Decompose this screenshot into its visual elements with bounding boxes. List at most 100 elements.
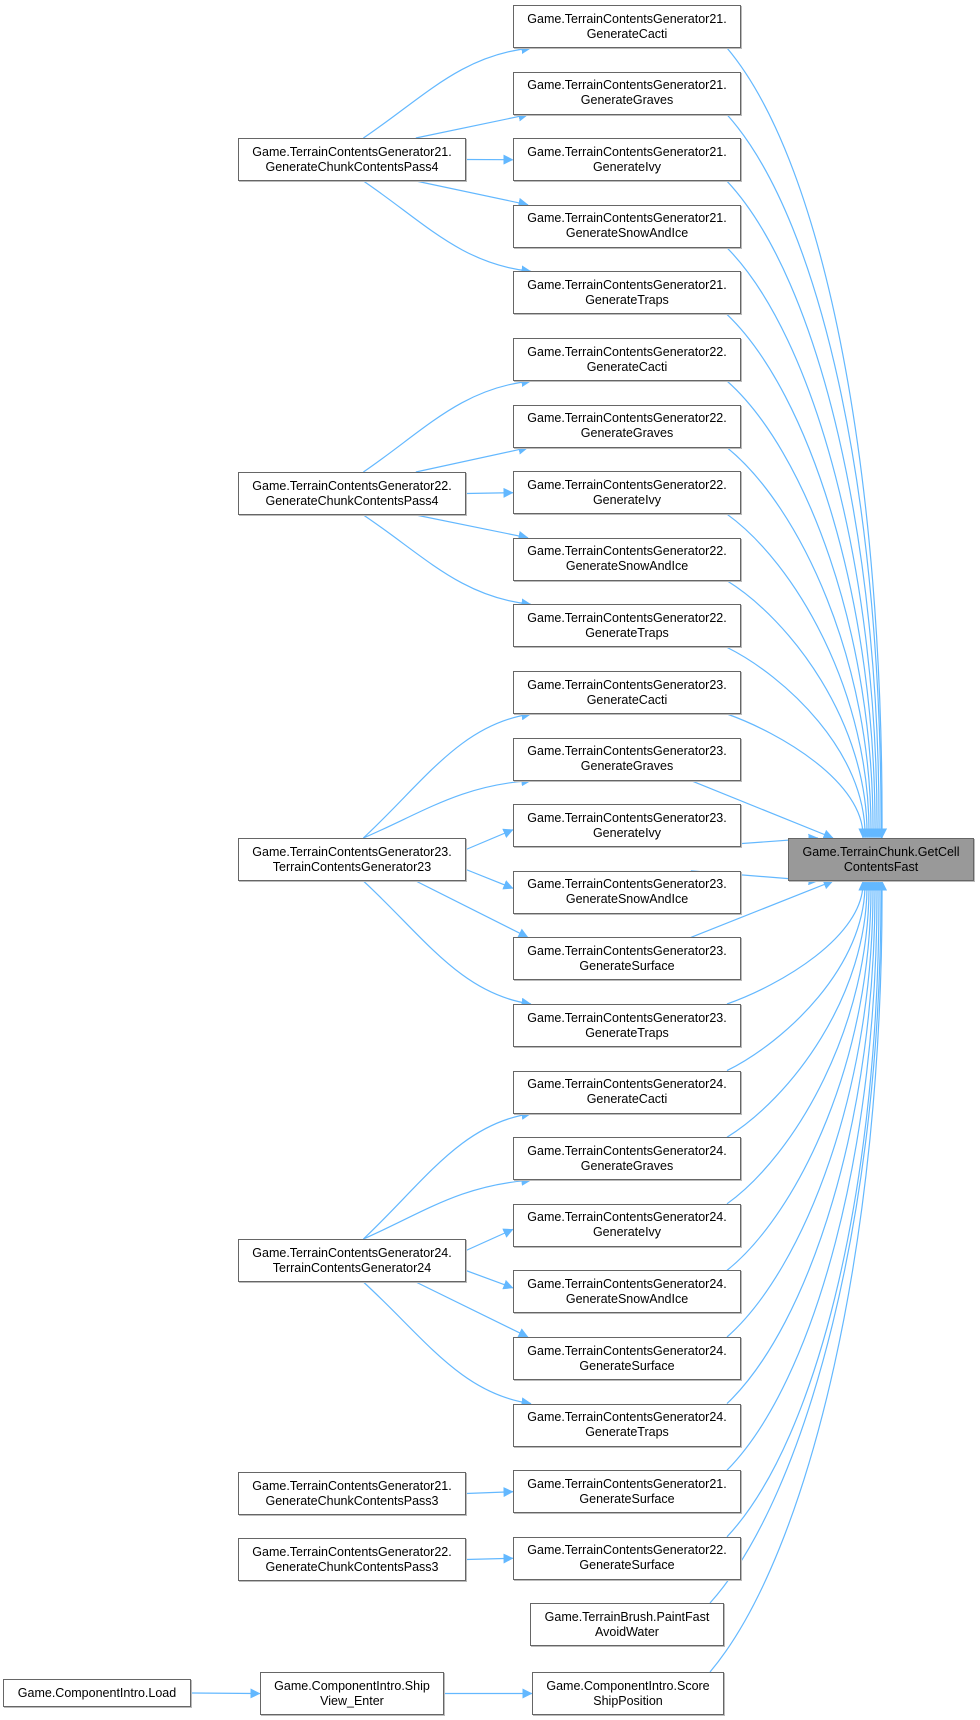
graph-node[interactable]: Game.TerrainContentsGenerator24.Generate… [513,1270,741,1314]
node-label-line2: GenerateIvy [592,825,662,840]
node-label-line2: GenerateSurface [579,1558,675,1573]
graph-node[interactable]: Game.TerrainContentsGenerator24.Generate… [513,1337,741,1380]
node-label-line2: GenerateIvy [592,492,662,507]
graph-node[interactable]: Game.ComponentIntro.Load [3,1679,191,1707]
node-label-line1: Game.ComponentIntro.Score [546,1678,710,1693]
graph-node[interactable]: Game.TerrainContentsGenerator22.Generate… [513,404,741,448]
call-edge [363,180,532,276]
graph-node[interactable]: Game.TerrainContentsGenerator24.Generate… [513,1203,741,1247]
call-edge-to-focus [709,880,887,1604]
graph-node[interactable]: Game.TerrainContentsGenerator24.Generate… [513,1137,741,1181]
call-edge [415,1281,529,1338]
node-label-line1: Game.TerrainContentsGenerator22. [252,1544,452,1559]
call-edge-to-focus [726,313,881,839]
node-label-line1: Game.TerrainContentsGenerator24. [527,1143,727,1158]
node-label-line2: GenerateCacti [586,26,668,41]
graph-node[interactable]: Game.TerrainContentsGenerator23.Generate… [513,937,741,981]
graph-node[interactable]: Game.TerrainContentsGenerator23.TerrainC… [238,838,466,881]
graph-node[interactable]: Game.TerrainContentsGenerator22.Generate… [513,604,741,648]
node-label-line2: GenerateCacti [586,1092,668,1107]
call-edge-to-focus [726,880,881,1405]
call-edge [415,111,529,139]
node-label-line2: TerrainContentsGenerator23 [272,859,432,874]
call-edge [415,180,529,208]
node-label-line2: GenerateSurface [579,1358,675,1373]
node-label-line2: GenerateSnowAndIce [565,892,689,907]
graph-node[interactable]: Game.TerrainContentsGenerator21.Generate… [513,5,741,48]
node-label-line1: Game.TerrainContentsGenerator24. [527,1410,727,1425]
graph-node[interactable]: Game.TerrainContentsGenerator21.Generate… [238,1472,466,1515]
node-label-line2: GenerateSurface [579,958,675,973]
node-label-line2: GenerateGraves [580,1158,674,1173]
graph-node[interactable]: Game.TerrainContentsGenerator22.Generate… [238,472,466,515]
call-edge-to-focus [726,880,871,1072]
call-edge-to-focus [709,880,888,1673]
graph-node[interactable]: Game.TerrainContentsGenerator22.Generate… [513,471,741,515]
node-label-line1: Game.TerrainContentsGenerator22. [527,411,727,426]
graph-node[interactable]: Game.TerrainContentsGenerator22.Generate… [238,1538,466,1581]
call-edge [465,1228,514,1252]
graph-node[interactable]: Game.TerrainContentsGenerator24.Generate… [513,1403,741,1447]
node-label-line2: GenerateSnowAndIce [565,559,689,574]
graph-node[interactable]: Game.TerrainContentsGenerator23.Generate… [513,804,741,848]
node-label-line1: Game.TerrainContentsGenerator21. [527,277,727,292]
graph-node[interactable]: Game.TerrainContentsGenerator21.Generate… [513,204,741,248]
node-label-line2: GenerateTraps [585,292,669,307]
call-edge [362,1110,532,1240]
node-label-line2: TerrainContentsGenerator24 [272,1260,432,1275]
call-edge-to-focus [726,180,885,839]
node-label-line1: Game.TerrainContentsGenerator24. [252,1245,452,1260]
graph-node[interactable]: Game.TerrainContentsGenerator22.Generate… [513,338,741,381]
graph-node[interactable]: Game.TerrainContentsGenerator23.Generate… [513,737,741,781]
call-edge [465,1487,514,1498]
call-edge-to-focus [726,247,883,839]
node-label-line1: Game.TerrainContentsGenerator24. [527,1210,727,1225]
call-edge-to-focus [726,114,887,839]
call-edge-to-focus [726,713,869,839]
node-label-line1: Game.TerrainContentsGenerator21. [252,1478,452,1493]
node-label-line2: GenerateChunkContentsPass4 [265,493,439,508]
call-edge-to-focus [726,513,875,839]
graph-node[interactable]: Game.TerrainContentsGenerator23.Generate… [513,870,741,914]
graph-node[interactable]: Game.TerrainContentsGenerator23.Generate… [513,671,741,714]
node-label-line1: Game.TerrainContentsGenerator21. [527,144,727,159]
node-label-line1: Game.TerrainContentsGenerator23. [527,810,727,825]
call-edge-to-focus [726,880,879,1338]
focus-node[interactable]: Game.TerrainChunk.GetCell ContentsFast [788,838,974,881]
call-edge-to-focus [726,47,888,839]
node-label-line2: GenerateTraps [585,625,669,640]
graph-node[interactable]: Game.TerrainContentsGenerator21.Generate… [513,138,741,182]
graph-node[interactable]: Game.TerrainContentsGenerator22.Generate… [513,1536,741,1580]
node-label-line2: GenerateIvy [592,1225,662,1240]
node-label-line2: GenerateGraves [580,759,674,774]
node-label-line1: Game.TerrainContentsGenerator24. [527,1077,727,1092]
node-label-line1: Game.TerrainContentsGenerator22. [527,544,727,559]
graph-node[interactable]: Game.TerrainContentsGenerator24.TerrainC… [238,1239,466,1282]
call-edge [363,514,532,609]
call-edge-to-focus [726,646,871,839]
call-edge [363,1175,532,1240]
node-label-line2: GenerateGraves [580,426,674,441]
call-edge-to-focus [726,380,879,839]
graph-node[interactable]: Game.TerrainContentsGenerator23.Generate… [513,1004,741,1047]
node-label-line1: Game.TerrainContentsGenerator21. [527,78,727,93]
graph-node[interactable]: Game.TerrainContentsGenerator21.Generate… [513,271,741,315]
call-edge [465,1269,514,1290]
graph-node[interactable]: Game.TerrainContentsGenerator21.Generate… [238,138,466,181]
node-label-line2: GenerateChunkContentsPass3 [265,1493,439,1508]
graph-node[interactable]: Game.TerrainContentsGenerator21.Generate… [513,1470,741,1514]
graph-node[interactable]: Game.TerrainContentsGenerator22.Generate… [513,537,741,581]
call-edge-to-focus [726,580,873,839]
graph-node[interactable]: Game.TerrainContentsGenerator24.Generate… [513,1070,741,1114]
node-label-line1: Game.TerrainBrush.PaintFast [544,1609,710,1624]
node-label-line2: GenerateGraves [580,93,674,108]
node-label-line2: GenerateTraps [585,1425,669,1440]
graph-node[interactable]: Game.TerrainContentsGenerator21.Generate… [513,71,741,115]
node-label-line1: Game.ComponentIntro.Load [17,1685,177,1700]
call-edge [465,828,514,851]
call-edge [415,444,529,473]
